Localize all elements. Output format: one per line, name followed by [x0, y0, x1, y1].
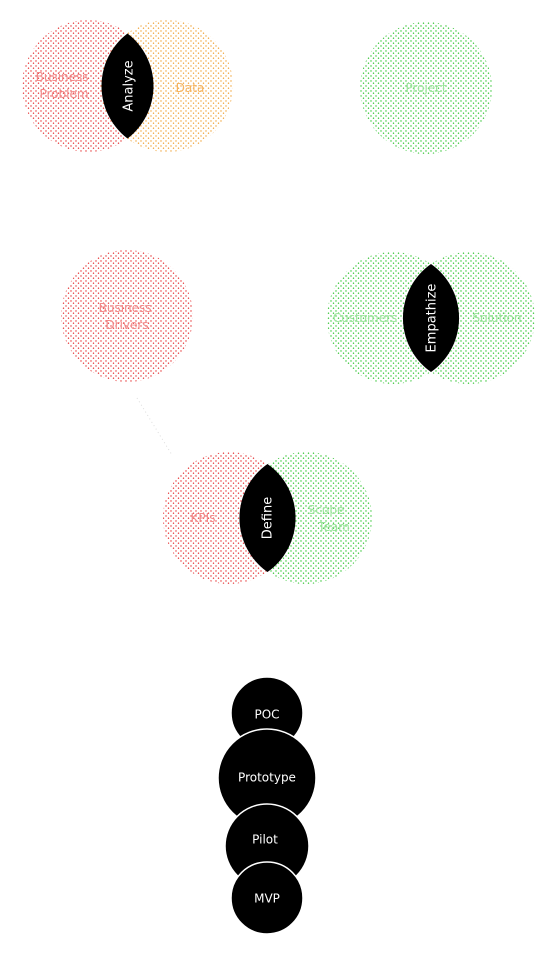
customers-label: Customers [333, 311, 398, 325]
solution-label: Solution [473, 311, 522, 325]
venn-analyze: Business Problem Data Analyze [22, 20, 233, 152]
project-label: Project [405, 81, 446, 95]
venn-empathize: Customers Solution Empathize [327, 252, 535, 384]
mvp-label: MVP [254, 892, 280, 906]
define-lens [239, 464, 296, 572]
poc-label: POC [254, 708, 279, 722]
stage-stack: POC Prototype Pilot MVP [217, 676, 317, 935]
analyze-lens [101, 33, 154, 139]
connector-line [136, 397, 173, 456]
mvp-circle [230, 861, 304, 935]
business-drivers-circle [61, 250, 193, 382]
empathize-lens [402, 264, 460, 372]
empathize-label: Empathize [425, 284, 440, 353]
business-problem-label: Business Problem [36, 70, 93, 101]
scope-team-label: Scope Team [308, 503, 350, 534]
project-node: Project [360, 22, 492, 154]
data-label: Data [176, 81, 205, 95]
kpis-label: KPIs [191, 511, 216, 525]
venn-define: KPIs Scope Team Define [163, 452, 372, 584]
define-label: Define [261, 497, 276, 539]
project-circle [360, 22, 492, 154]
prototype-label: Prototype [238, 771, 296, 785]
business-drivers-node: Business Drivers [61, 250, 193, 382]
business-drivers-label: Business Drivers [99, 301, 156, 332]
analyze-label: Analyze [122, 60, 137, 111]
pilot-label: Pilot [252, 833, 278, 847]
